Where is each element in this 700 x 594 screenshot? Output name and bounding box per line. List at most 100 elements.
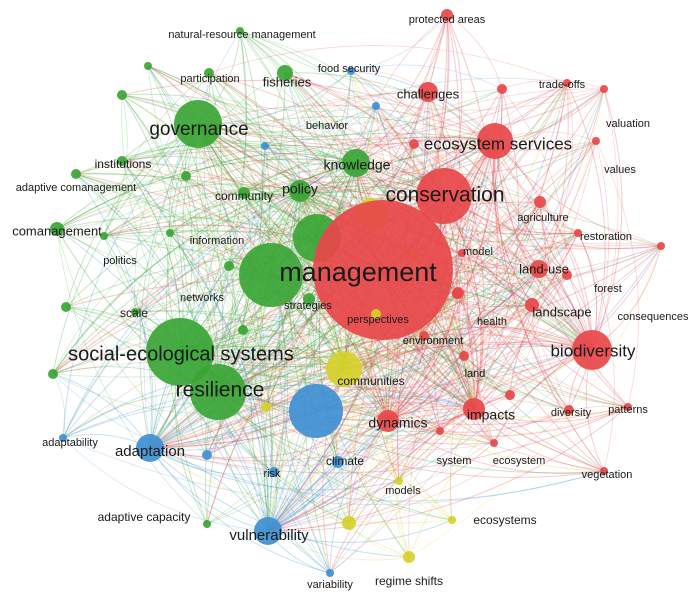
node-scale[interactable] [131, 308, 139, 316]
node-diversity[interactable] [564, 405, 574, 415]
network-edge [289, 190, 350, 524]
network-edge [203, 72, 331, 574]
network-node[interactable] [181, 171, 191, 181]
node-variability[interactable] [326, 569, 334, 577]
node-agriculture[interactable] [534, 196, 546, 208]
label-diversity: diversity [551, 407, 592, 419]
node-ecosystems[interactable] [448, 516, 456, 524]
network-edge [239, 30, 445, 197]
node-system[interactable] [436, 427, 444, 435]
node-consequences[interactable] [657, 242, 665, 250]
network-edge [278, 190, 331, 574]
network-edge [149, 245, 662, 449]
network-edge [228, 265, 268, 408]
network-node[interactable] [61, 302, 71, 312]
network-edge [52, 360, 495, 444]
node-food-security[interactable] [347, 67, 355, 75]
node-protected-areas[interactable] [441, 9, 453, 21]
node-strategies[interactable] [303, 293, 315, 305]
node-behavior[interactable] [372, 102, 380, 110]
node-communities[interactable] [326, 351, 362, 387]
network-node[interactable] [600, 85, 608, 93]
node-environment[interactable] [419, 331, 429, 341]
node-participation[interactable] [204, 68, 214, 78]
node-institutions[interactable] [117, 156, 127, 166]
node-adaptation[interactable] [136, 434, 164, 462]
label-ecosystems: ecosystems [473, 513, 536, 527]
network-edge [264, 77, 568, 147]
node-adaptive-comanagement[interactable] [144, 62, 152, 70]
node-challenges[interactable] [418, 82, 438, 102]
node-trade-offs[interactable] [497, 84, 507, 94]
node-comanagement[interactable] [50, 222, 64, 236]
network-edge [591, 88, 623, 351]
network-edge [103, 94, 128, 237]
node-dynamics[interactable] [377, 410, 399, 432]
network-node[interactable] [409, 139, 419, 149]
node-natural-resource-management[interactable] [236, 27, 244, 35]
node-regime-shifts[interactable] [403, 551, 415, 563]
node-biodiversity[interactable] [572, 330, 612, 370]
network-edge [267, 201, 541, 532]
node-land-use[interactable] [530, 260, 548, 278]
network-edge [242, 329, 495, 444]
node-vulnerability[interactable] [254, 517, 282, 545]
node-landscape[interactable] [525, 298, 539, 312]
network-node[interactable] [239, 243, 303, 307]
node-social-ecological-systems[interactable] [146, 318, 214, 386]
node-adaptive-capacity[interactable] [203, 520, 211, 528]
network-node[interactable] [289, 384, 343, 438]
node-valuation[interactable] [563, 79, 571, 87]
node-fisheries[interactable] [277, 65, 293, 81]
network-edge [149, 447, 400, 491]
node-vegetation[interactable] [600, 467, 608, 475]
node-impacts[interactable] [463, 398, 485, 420]
node-models[interactable] [395, 477, 403, 485]
node-networks[interactable] [224, 261, 234, 271]
network-edge [398, 480, 453, 521]
network-node[interactable] [261, 142, 269, 150]
node-values[interactable] [592, 137, 600, 145]
network-node[interactable] [202, 450, 212, 460]
network-edge [208, 45, 568, 84]
node-policy[interactable] [289, 180, 311, 202]
node-forest[interactable] [562, 270, 572, 280]
node-restoration[interactable] [574, 229, 582, 237]
node-perspectives[interactable] [371, 309, 381, 319]
node-adaptability[interactable] [59, 434, 67, 442]
network-node[interactable] [342, 516, 356, 530]
node-ecosystem[interactable] [490, 439, 498, 447]
node-climate[interactable] [332, 456, 344, 468]
network-node[interactable] [117, 90, 127, 100]
node-risk[interactable] [269, 467, 279, 477]
node-patterns[interactable] [624, 403, 632, 411]
network-node[interactable] [238, 325, 248, 335]
node-conservation[interactable] [416, 168, 472, 224]
label-land-use: land-use [519, 261, 569, 276]
node-community[interactable] [238, 187, 250, 199]
node-knowledge[interactable] [342, 149, 370, 177]
network-edge [267, 232, 579, 532]
node-model[interactable] [458, 249, 466, 257]
network-edge [267, 420, 389, 532]
node-ecosystem-services[interactable] [477, 123, 513, 159]
node-information[interactable] [166, 229, 174, 237]
network-node[interactable] [505, 390, 515, 400]
network-node[interactable] [71, 169, 81, 179]
network-edge [62, 437, 605, 505]
node-resilience[interactable] [190, 364, 246, 420]
network-edge [267, 349, 593, 532]
network-node[interactable] [48, 369, 58, 379]
node-governance[interactable] [174, 100, 222, 148]
network-edge [149, 145, 266, 449]
node-land[interactable] [459, 351, 469, 361]
network-node[interactable] [261, 402, 271, 412]
network-edge [149, 408, 475, 462]
network-edge [348, 420, 389, 524]
network-edge [355, 82, 568, 164]
node-management[interactable] [313, 200, 453, 340]
node-politics[interactable] [100, 232, 108, 240]
network-edge [147, 65, 475, 410]
label-ecosystem-services: ecosystem services [424, 134, 572, 153]
node-health[interactable] [452, 287, 464, 299]
